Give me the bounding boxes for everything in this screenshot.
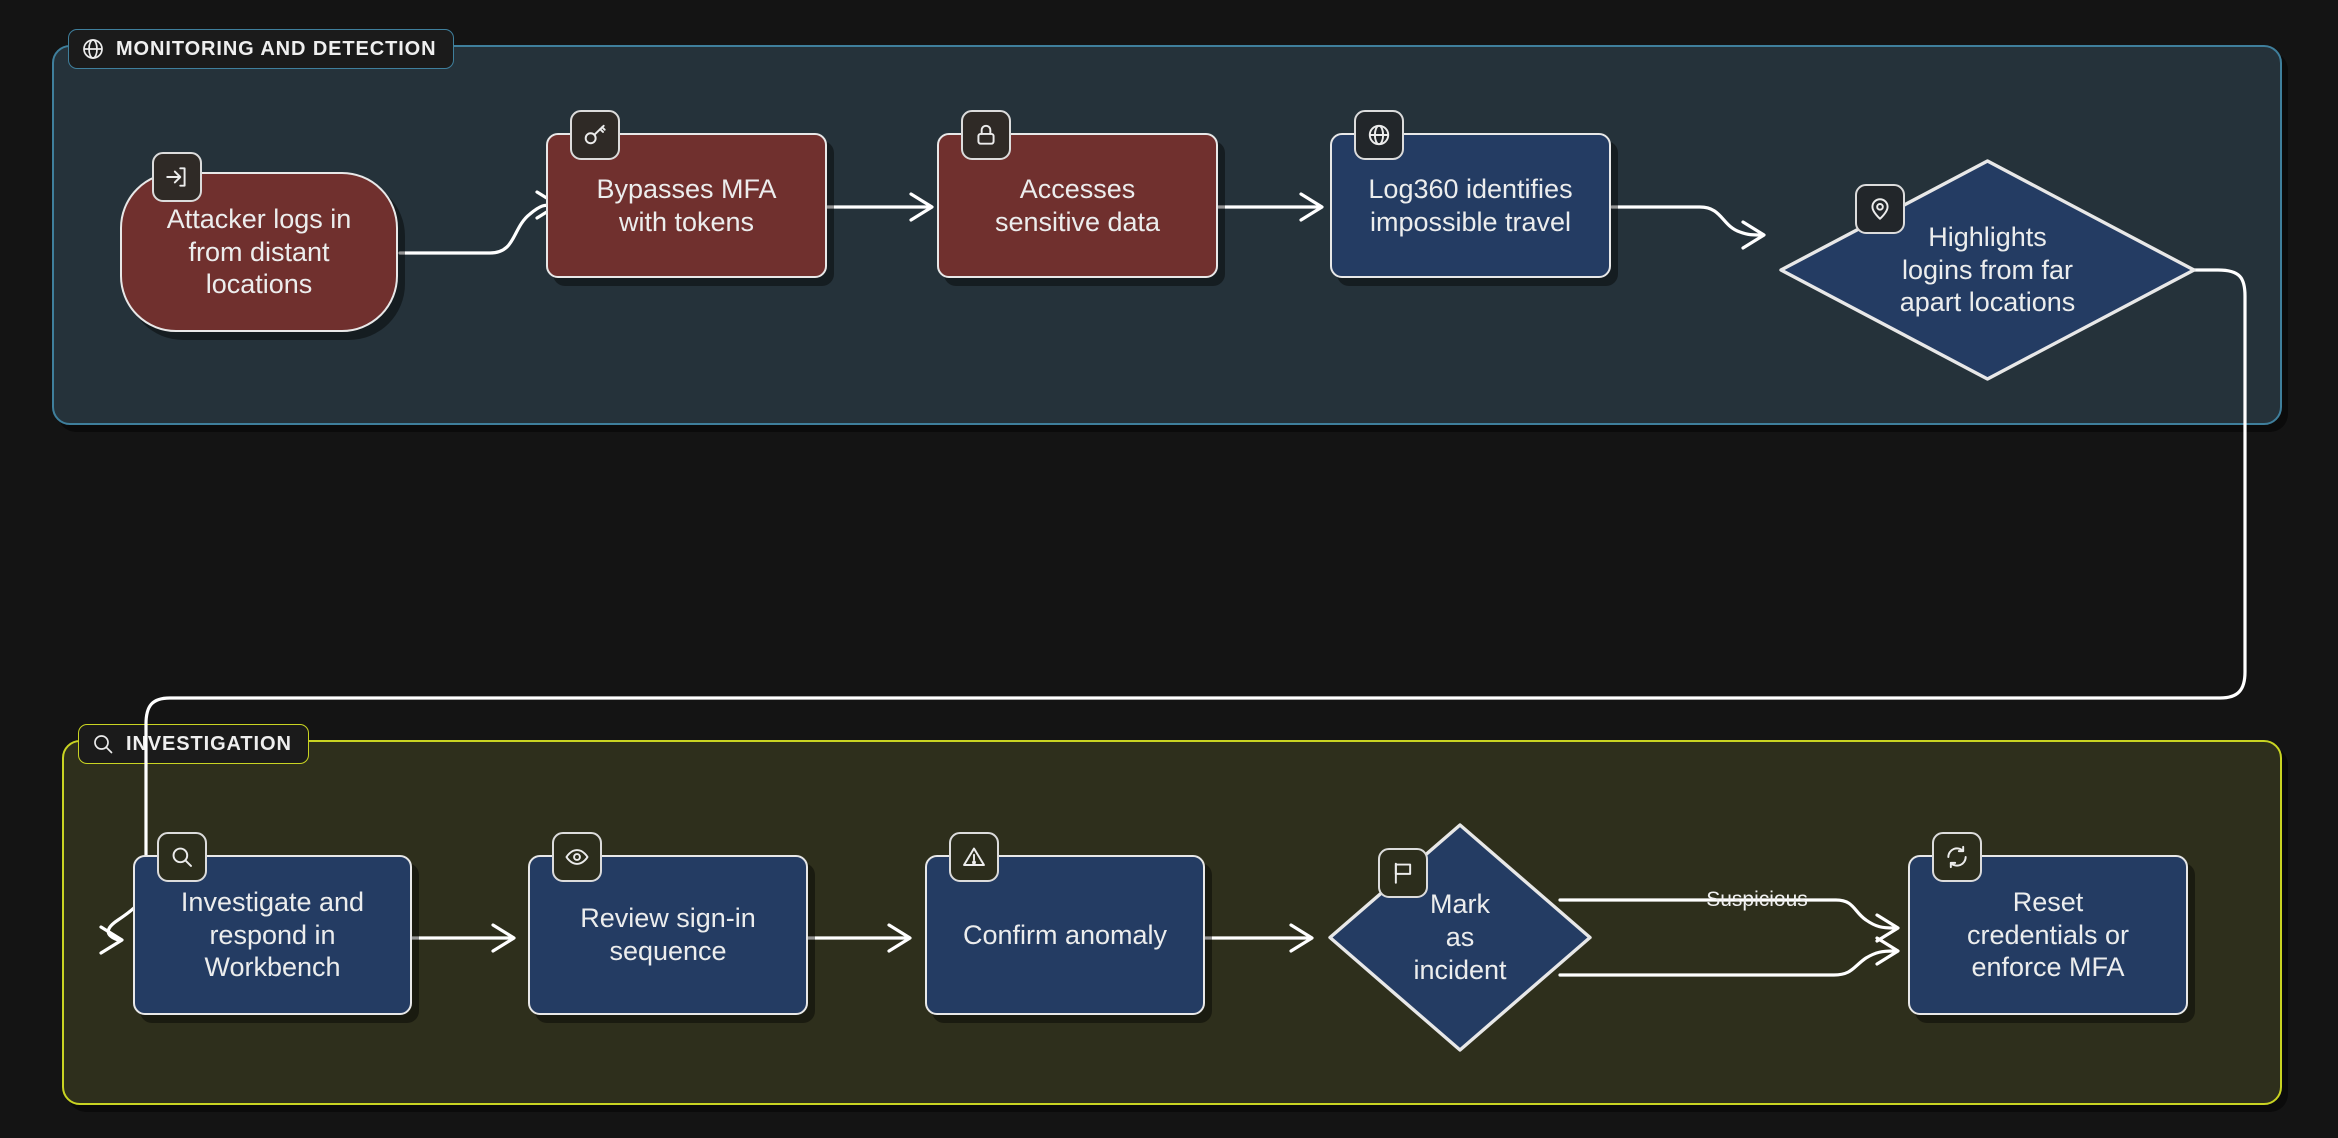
eye-icon-badge bbox=[552, 832, 602, 882]
node-highlights-logins[interactable]: Highlights logins from far apart locatio… bbox=[1775, 155, 2200, 385]
node-mark-as-incident[interactable]: Mark as incident bbox=[1325, 820, 1595, 1055]
node-label: Reset credentials or enforce MFA bbox=[1966, 886, 2130, 983]
node-investigate-respond[interactable]: Investigate and respond in Workbench bbox=[133, 855, 412, 1015]
search-icon-badge bbox=[157, 832, 207, 882]
key-icon-badge bbox=[570, 110, 620, 160]
node-label: Highlights logins from far apart locatio… bbox=[1899, 221, 2076, 318]
login-arrow-icon-badge bbox=[152, 152, 202, 202]
node-label: Confirm anomaly bbox=[962, 919, 1168, 950]
node-reset-credentials[interactable]: Reset credentials or enforce MFA bbox=[1908, 855, 2188, 1015]
node-review-signin-sequence[interactable]: Review sign-in sequence bbox=[528, 855, 808, 1015]
group-label-investigation: INVESTIGATION bbox=[78, 724, 309, 764]
globe-icon bbox=[81, 37, 105, 61]
node-label: Log360 identifies impossible travel bbox=[1368, 173, 1573, 237]
node-label: Investigate and respond in Workbench bbox=[180, 886, 365, 983]
node-bypass-mfa[interactable]: Bypasses MFA with tokens bbox=[546, 133, 827, 278]
search-icon bbox=[91, 732, 115, 756]
node-label: Bypasses MFA with tokens bbox=[596, 173, 777, 237]
map-pin-icon-badge bbox=[1855, 184, 1905, 234]
edge-label-suspicious: Suspicious bbox=[1706, 888, 1808, 911]
lock-icon-badge bbox=[961, 110, 1011, 160]
globe-icon-badge bbox=[1354, 110, 1404, 160]
refresh-icon-badge bbox=[1932, 832, 1982, 882]
flag-icon-badge bbox=[1378, 848, 1428, 898]
node-label: Mark as incident bbox=[1413, 889, 1507, 985]
group-label-text: INVESTIGATION bbox=[126, 732, 292, 755]
group-label-text: MONITORING AND DETECTION bbox=[116, 37, 437, 60]
group-label-monitoring: MONITORING AND DETECTION bbox=[68, 29, 454, 69]
node-label: Review sign-in sequence bbox=[580, 903, 756, 966]
node-label: Attacker logs in from distant locations bbox=[166, 203, 352, 300]
warning-icon-badge bbox=[949, 832, 999, 882]
node-label: Accesses sensitive data bbox=[994, 173, 1161, 237]
